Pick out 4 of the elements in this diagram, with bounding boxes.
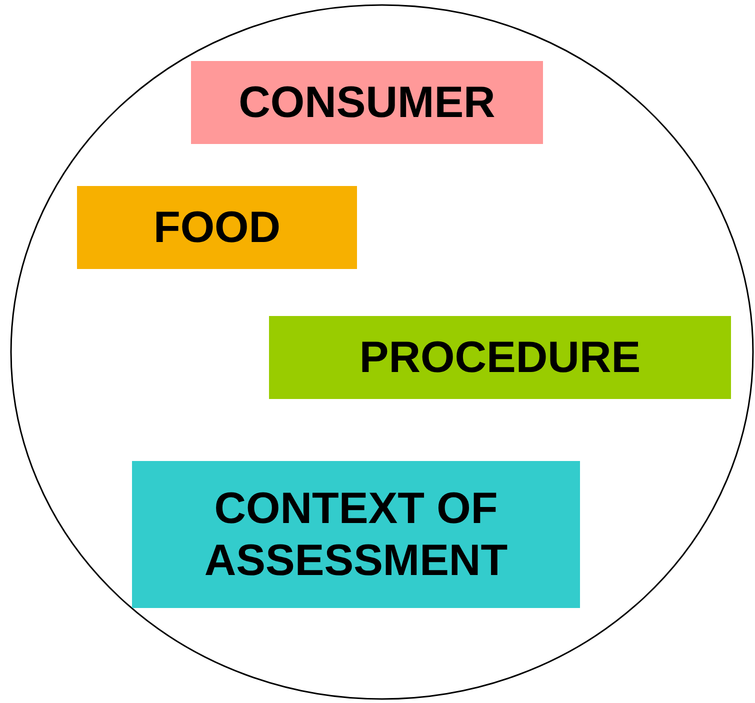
category-box: FOOD: [77, 186, 357, 269]
category-box: PROCEDURE: [269, 316, 731, 399]
category-box: CONSUMER: [191, 61, 543, 144]
category-box: CONTEXT OF ASSESSMENT: [132, 461, 580, 608]
